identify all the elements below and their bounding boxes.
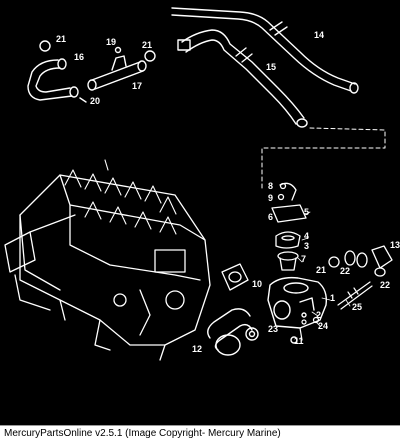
pipe-17 xyxy=(79,46,156,103)
callout-22-23: 22 xyxy=(380,280,390,290)
callout-5-4: 5 xyxy=(304,207,309,217)
gasket-10 xyxy=(221,263,249,291)
callout-9-8: 9 xyxy=(268,193,273,203)
elbow-12 xyxy=(207,308,259,356)
callout-21-19: 21 xyxy=(56,34,66,44)
hose-16 xyxy=(27,40,79,101)
callout-labels: 1 2 3 4 5 6 7 8 9 10 11 12 13 14 15 16 1… xyxy=(56,30,400,354)
leader-lines xyxy=(297,211,351,327)
callout-14-13: 14 xyxy=(314,30,324,40)
hose-routing-line xyxy=(261,127,386,191)
callout-8-7: 8 xyxy=(268,181,273,191)
engine-block-illustration xyxy=(4,174,211,361)
callout-10-9: 10 xyxy=(252,279,262,289)
callout-3-2: 3 xyxy=(304,241,309,251)
image-caption: MercuryPartsOnline v2.5.1 (Image Copyrig… xyxy=(4,428,281,439)
callout-25-26: 25 xyxy=(352,302,362,312)
right-fittings-13-21-22 xyxy=(328,245,393,277)
callout-16-15: 16 xyxy=(74,52,84,62)
callout-23-24: 23 xyxy=(268,324,278,334)
thermostat-housing-parts xyxy=(271,182,307,271)
callout-7-6: 7 xyxy=(301,254,306,264)
callout-21-20: 21 xyxy=(142,40,152,50)
callout-13-12: 13 xyxy=(390,240,400,250)
hose-14 xyxy=(171,7,359,94)
callout-19-17: 19 xyxy=(106,37,116,47)
callout-11-10: 11 xyxy=(294,336,304,346)
callout-15-14: 15 xyxy=(266,62,276,72)
callout-21-21: 21 xyxy=(316,265,326,275)
callout-2-1: 2 xyxy=(316,310,321,320)
callout-12-11: 12 xyxy=(192,344,202,354)
callout-17-16: 17 xyxy=(132,81,142,91)
exploded-parts-diagram: 1 2 3 4 5 6 7 8 9 10 11 12 13 14 15 16 1… xyxy=(4,7,400,361)
callout-24-25: 24 xyxy=(318,321,328,331)
caption-bar: MercuryPartsOnline v2.5.1 (Image Copyrig… xyxy=(0,425,400,442)
callout-22-22: 22 xyxy=(340,266,350,276)
water-housing-1 xyxy=(267,276,328,344)
callout-20-18: 20 xyxy=(90,96,100,106)
cylinder-head-bolts xyxy=(64,159,177,235)
callout-4-3: 4 xyxy=(304,231,309,241)
callout-6-5: 6 xyxy=(268,212,273,222)
hose-15 xyxy=(177,29,308,128)
callout-1-0: 1 xyxy=(330,293,335,303)
